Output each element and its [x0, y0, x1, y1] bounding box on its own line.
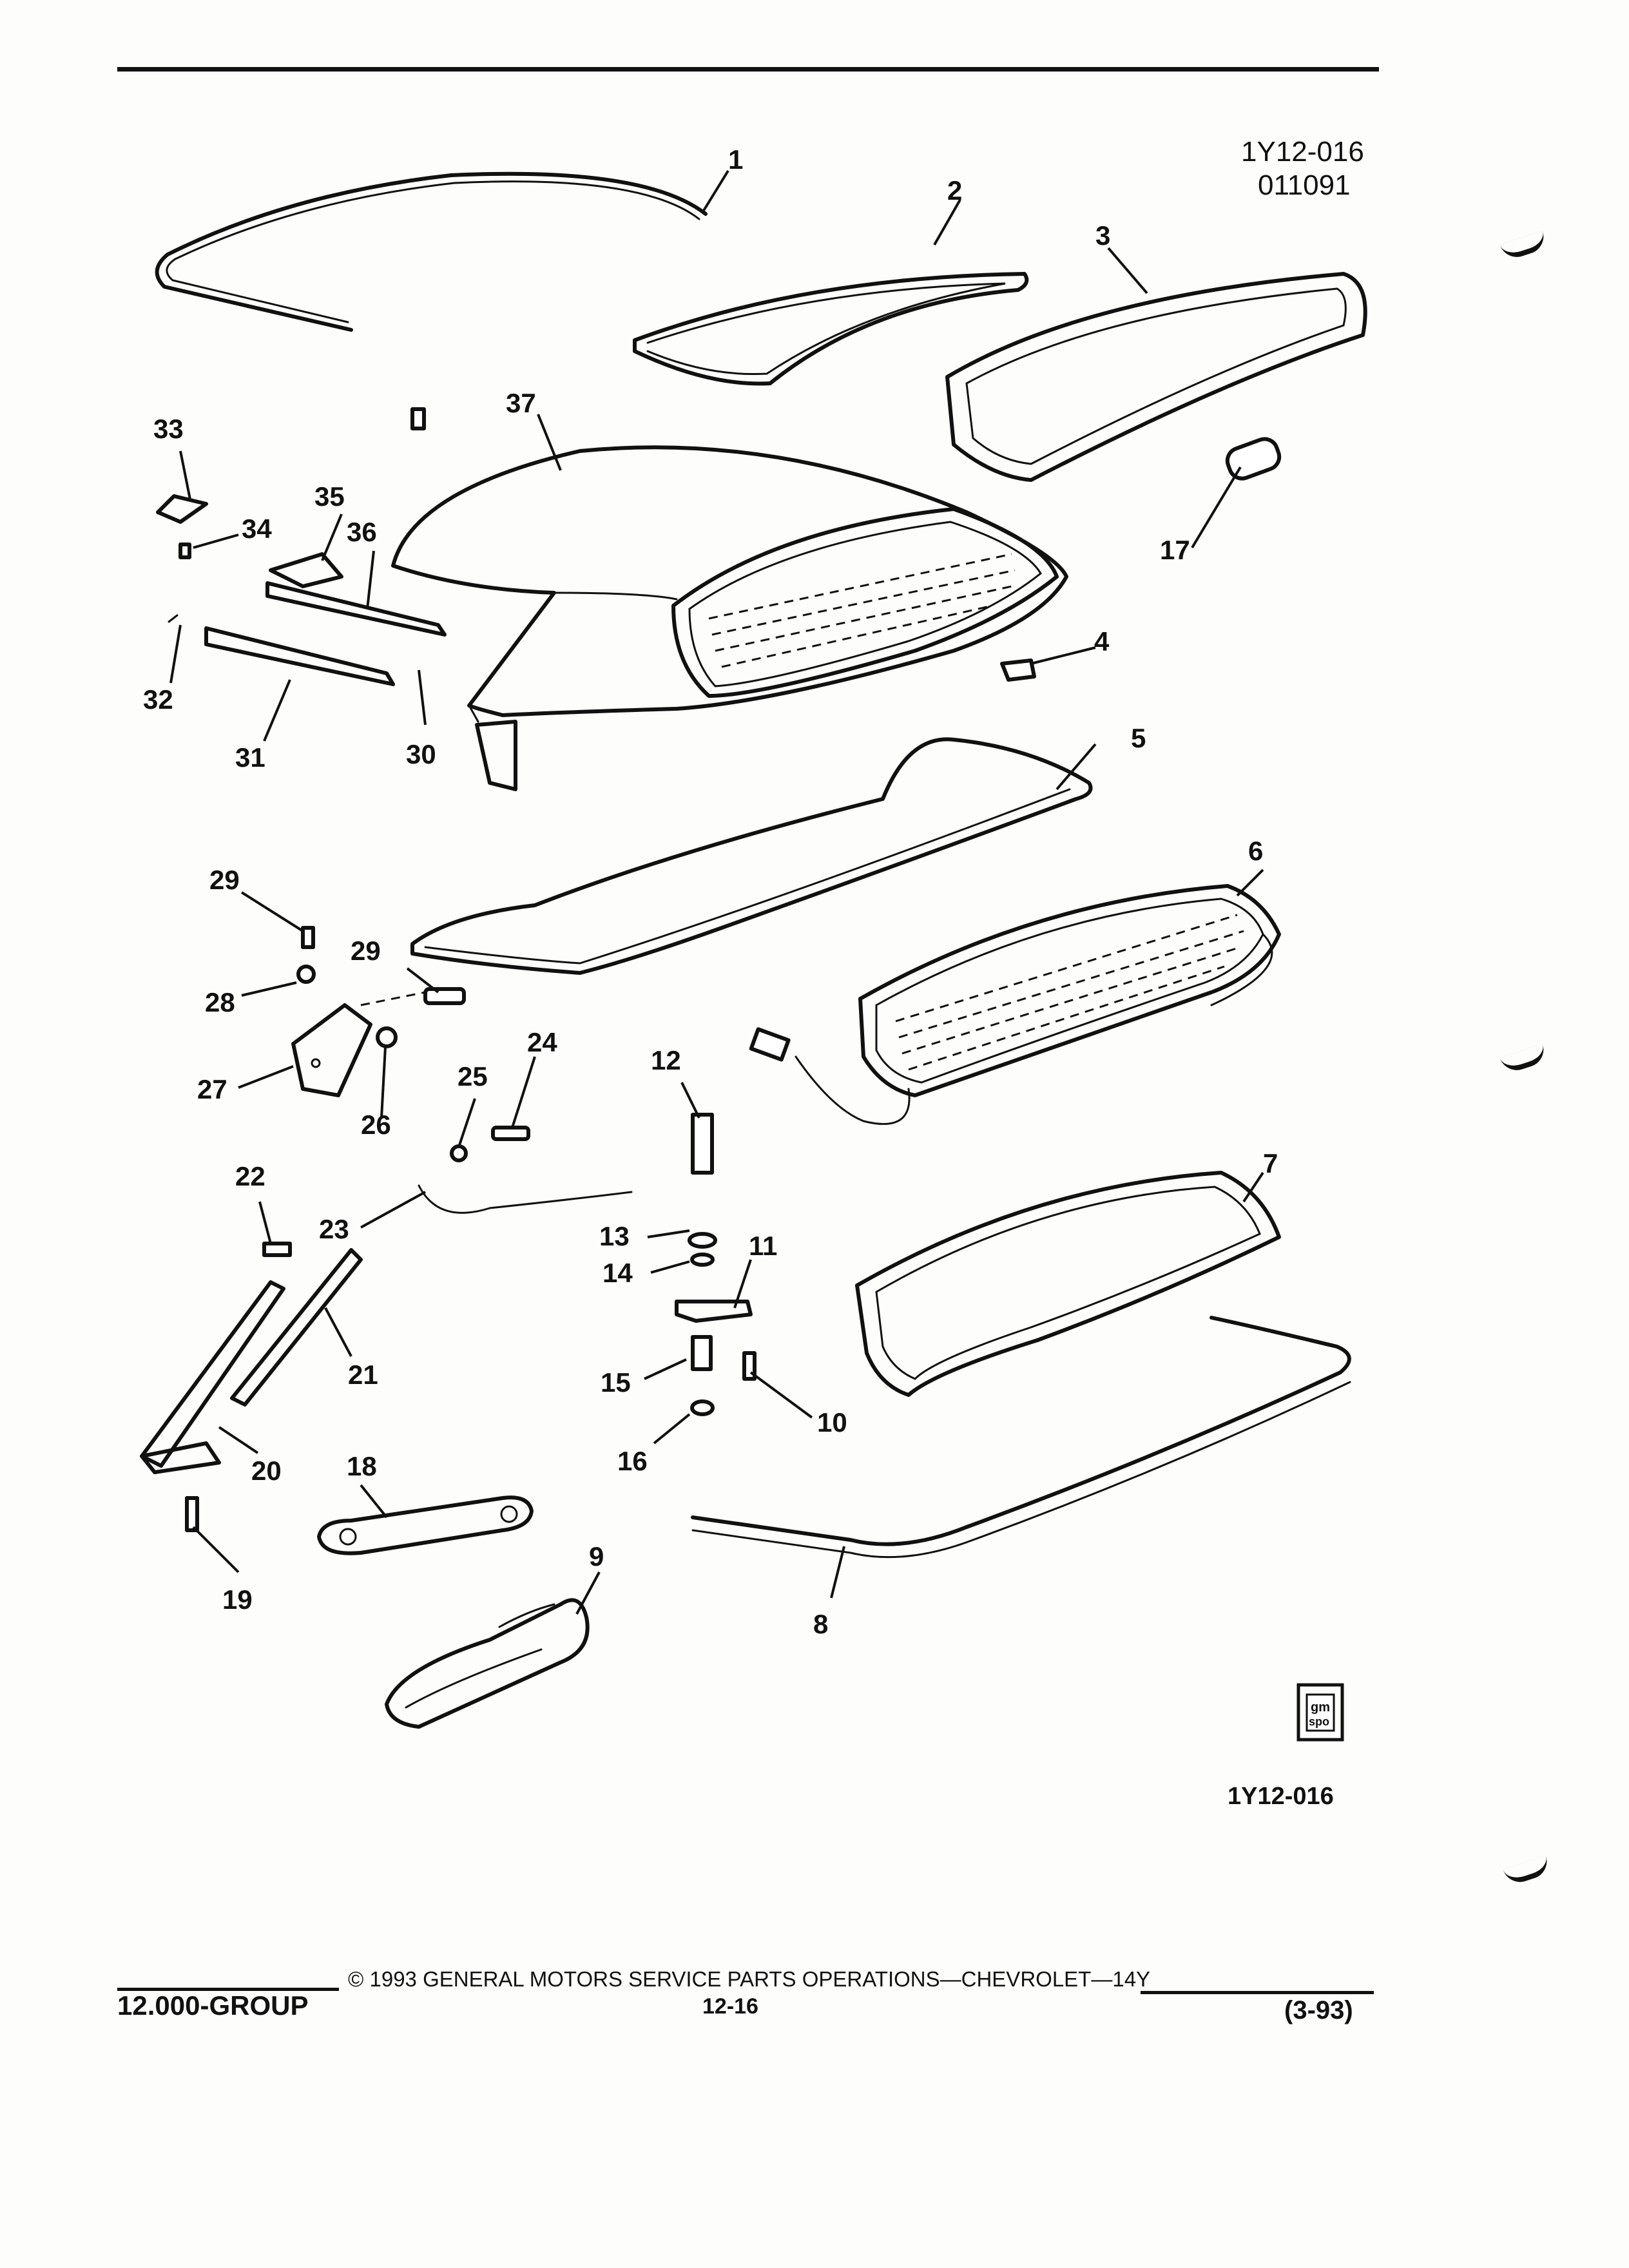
- footer-group: 12.000-GROUP: [117, 1990, 309, 2021]
- callout-28: 28: [205, 987, 235, 1017]
- logo-spo: spo: [1309, 1715, 1329, 1728]
- callout-7: 7: [1263, 1148, 1278, 1178]
- part-6-rear-glass: [749, 884, 1281, 1125]
- callout-6: 6: [1248, 836, 1263, 866]
- part-21-molding: [230, 1248, 363, 1407]
- callout-18: 18: [347, 1451, 377, 1481]
- part-3-window-frame: [945, 272, 1367, 482]
- callout-2: 2: [947, 175, 962, 206]
- callout-19: 19: [222, 1584, 253, 1615]
- part-4-clip: [1000, 658, 1036, 682]
- callout-20: 20: [251, 1456, 282, 1486]
- callout-26: 26: [361, 1110, 391, 1140]
- callout-22: 22: [235, 1161, 265, 1191]
- footer-rule-right: [1141, 1991, 1374, 1994]
- fasteners: [168, 407, 757, 1532]
- callout-33: 33: [153, 414, 184, 444]
- callout-34: 34: [242, 514, 272, 544]
- callout-25: 25: [458, 1061, 488, 1091]
- part-27-bracket: [291, 1003, 372, 1097]
- rear-glass-defogger-lines: [708, 553, 1016, 668]
- part-35-latch: [269, 552, 343, 588]
- part-18-strap: [317, 1495, 534, 1555]
- figure-label: 1Y12-016: [1228, 1783, 1334, 1810]
- footer-page: 12-16: [702, 1994, 758, 2019]
- top-rule: [117, 67, 1379, 72]
- callout-16: 16: [617, 1446, 648, 1476]
- part-8-lower-weatherstrip: [691, 1316, 1351, 1559]
- callout-5: 5: [1131, 723, 1146, 753]
- gm-spo-logo: gm spo: [1296, 1683, 1344, 1742]
- part-20-molding: [140, 1280, 285, 1474]
- part-7-window-seal: [855, 1171, 1281, 1397]
- part-36-rail: [265, 581, 447, 637]
- callout-8: 8: [813, 1609, 828, 1639]
- callout-13: 13: [599, 1221, 630, 1251]
- callout-4: 4: [1094, 626, 1110, 657]
- footer-revision: (3-93): [1284, 1996, 1353, 2024]
- footer-rule-left: [117, 1988, 339, 1991]
- part-9-pouch: [385, 1598, 590, 1729]
- part-17-plug: [1225, 437, 1282, 481]
- date-code: 011091: [1258, 169, 1351, 201]
- callout-3: 3: [1095, 220, 1110, 251]
- callout-29b: 29: [351, 936, 381, 966]
- part-11-hinge: [675, 1300, 753, 1323]
- callout-31: 31: [235, 742, 265, 773]
- callout-29a: 29: [209, 865, 240, 895]
- callout-11: 11: [749, 1231, 777, 1261]
- figure-code: 1Y12-016: [1241, 136, 1364, 168]
- callout-37: 37: [506, 388, 536, 418]
- part-1-roof-weatherstrip: [155, 171, 708, 332]
- callout-35: 35: [314, 481, 345, 512]
- callout-10: 10: [817, 1407, 847, 1437]
- part-37-hardtop: [391, 445, 1068, 791]
- callout-14: 14: [602, 1258, 633, 1288]
- callout-9: 9: [589, 1541, 604, 1571]
- callout-17: 17: [1160, 535, 1190, 565]
- callout-1: 1: [728, 144, 743, 175]
- part-2-panel: [633, 272, 1029, 386]
- callout-27: 27: [197, 1074, 227, 1104]
- callout-leaders: [169, 169, 1264, 1615]
- callout-32: 32: [143, 684, 173, 715]
- part-33-bracket: [156, 494, 208, 524]
- callout-30: 30: [406, 739, 436, 769]
- callout-15: 15: [601, 1367, 631, 1398]
- footer-copyright: © 1993 GENERAL MOTORS SERVICE PARTS OPER…: [348, 1967, 1151, 1991]
- callout-numbers: 1 2 3 4 5 6 7 8 9 10 11 12 13 14 15 16 1…: [143, 144, 1278, 1639]
- callout-21: 21: [348, 1360, 378, 1390]
- callout-24: 24: [527, 1027, 557, 1057]
- callout-23: 23: [319, 1214, 349, 1244]
- callout-36: 36: [347, 517, 377, 547]
- part-5-spoiler: [410, 737, 1093, 975]
- logo-gm: gm: [1311, 1700, 1330, 1715]
- callout-12: 12: [651, 1045, 681, 1075]
- part-31-rail: [204, 626, 395, 686]
